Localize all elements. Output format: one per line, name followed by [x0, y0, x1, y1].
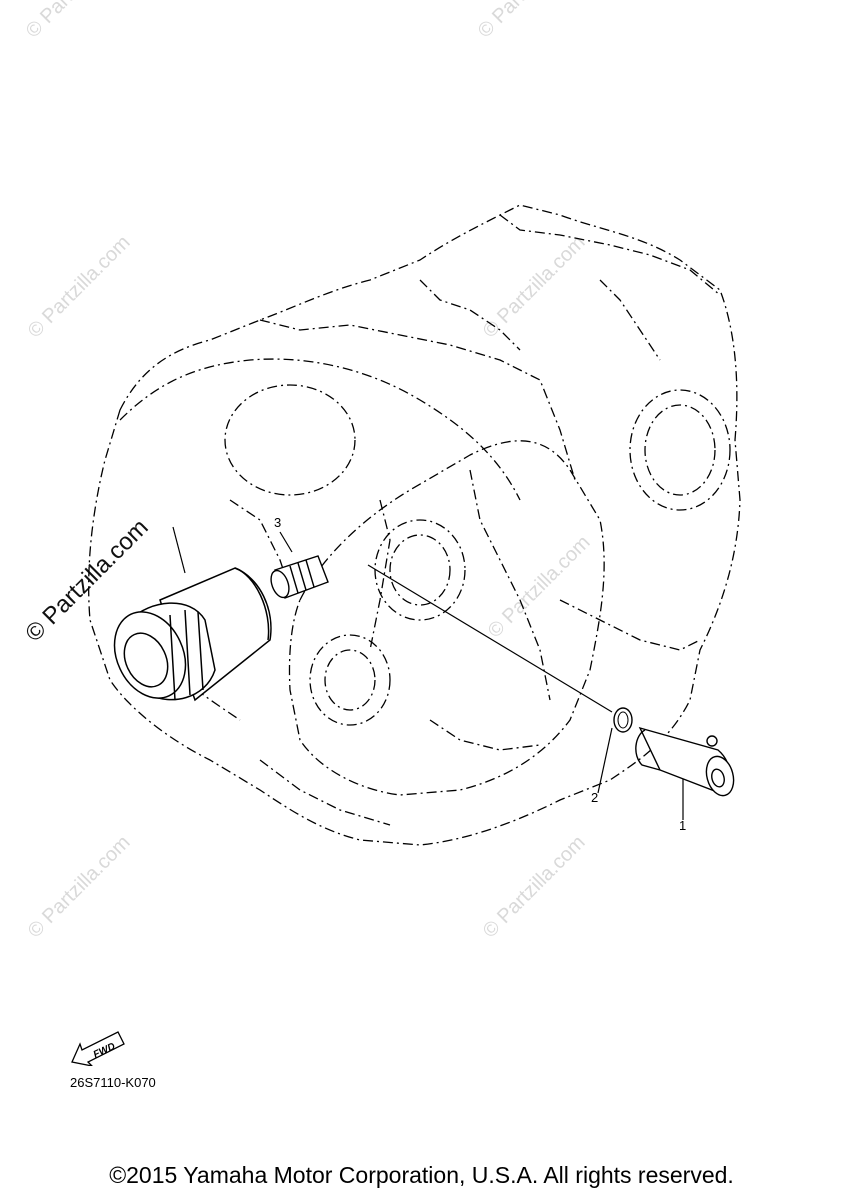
crankcase-top-rim: [259, 319, 576, 481]
leader-line-5: [172, 526, 186, 574]
internal-rib: [419, 279, 521, 351]
oil-sensor: [635, 726, 735, 797]
oil-filter: [113, 567, 272, 702]
internal-rib: [599, 279, 661, 361]
leader-line-2: [597, 727, 613, 794]
callout-3: 3: [274, 515, 282, 530]
center-bore: [374, 519, 466, 621]
union-bolt: [270, 555, 329, 599]
diagram-part-code: 26S7110-K070: [70, 1075, 156, 1090]
right-bearing-boss: [629, 389, 731, 511]
leader-line-4: [279, 531, 293, 553]
internal-rib: [369, 499, 391, 651]
right-bearing-inner: [644, 404, 716, 496]
internal-rib: [429, 719, 541, 751]
copyright-notice: ©2015 Yamaha Motor Corporation, U.S.A. A…: [109, 1162, 734, 1188]
internal-rib: [469, 469, 551, 701]
left-cover: [119, 358, 521, 501]
crankcase-outline: [88, 204, 741, 846]
crankcase-ridge: [499, 214, 721, 296]
o-ring: [613, 707, 633, 733]
fwd-arrow-icon: FWD: [71, 1031, 125, 1066]
gasket-line: [288, 440, 605, 796]
callout-2: 2: [591, 790, 599, 805]
lower-bore-inner: [324, 649, 376, 711]
lower-bore: [309, 634, 391, 726]
internal-rib: [149, 649, 241, 721]
internal-rib: [259, 759, 391, 826]
internal-rib: [559, 599, 701, 651]
upper-boss: [224, 384, 356, 496]
callout-1: 1: [679, 818, 687, 833]
leader-line-1: [367, 564, 613, 713]
center-bore-inner: [389, 534, 451, 606]
